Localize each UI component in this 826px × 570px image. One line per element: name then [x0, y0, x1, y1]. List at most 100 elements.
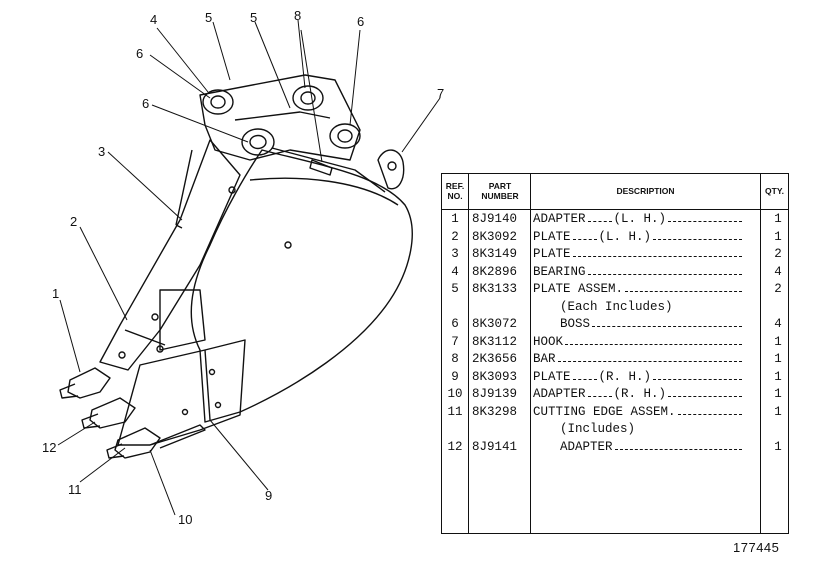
quantity: 1: [774, 352, 782, 366]
left-side-plate: [99, 139, 241, 371]
callout-6b: 6: [142, 96, 149, 111]
bucket-exploded-diagram: 1 2 3 4 5 5 6 6 6 7 8 9 10 11 12: [42, 8, 444, 527]
bar: [309, 159, 333, 176]
quantity: 2: [774, 247, 782, 261]
part-number: 8J9139: [472, 387, 518, 401]
callout-5a: 5: [205, 10, 212, 25]
quantity: 1: [774, 439, 782, 454]
hook: [377, 149, 405, 190]
ref-number: 12: [447, 439, 463, 454]
ref-number: 9: [451, 369, 459, 384]
boss-left-upper: [202, 89, 234, 115]
description: HOOK: [533, 334, 564, 349]
ref-number: 1: [451, 212, 459, 226]
quantity: 4: [774, 264, 782, 279]
ref-number: 11: [447, 404, 463, 419]
table-row: (Each Includes): [442, 300, 788, 318]
top-hinge-plate: [199, 74, 361, 161]
quantity: 1: [774, 212, 782, 226]
table-row: 8 2K3656 BAR 1: [442, 352, 788, 370]
part-number: 8K3092: [472, 229, 518, 244]
description-note: (L. H.): [598, 229, 652, 244]
ref-number: 5: [451, 282, 459, 296]
description-note: (L. H.): [613, 212, 667, 226]
callout-2: 2: [70, 214, 77, 229]
callout-12: 12: [42, 440, 56, 455]
part-number: 8K3093: [472, 369, 518, 384]
description: ADAPTER: [560, 439, 613, 454]
part-number: 2K3656: [472, 352, 518, 366]
adapter-left: [67, 367, 111, 399]
part-number: 8K3072: [472, 317, 518, 331]
callout-8: 8: [294, 8, 301, 23]
header-qty: QTY.: [761, 174, 788, 210]
callout-7: 7: [437, 86, 444, 101]
ref-number: 6: [451, 317, 459, 331]
description-note: (R. H.): [613, 387, 667, 401]
header-ref: REF. NO.: [442, 174, 468, 210]
adapter-center: [89, 397, 136, 429]
table-row: 11 8K3298 CUTTING EDGE ASSEM. 1: [442, 405, 788, 423]
description: PLATE: [533, 369, 571, 384]
description: ADAPTER: [533, 387, 586, 401]
callout-6c: 6: [357, 14, 364, 29]
quantity: 1: [774, 404, 782, 419]
header-description: DESCRIPTION: [531, 174, 760, 210]
ref-number: 4: [451, 264, 459, 279]
table-row: (Includes): [442, 422, 788, 440]
part-number: 8K2896: [472, 264, 518, 279]
description: (Each Includes): [560, 299, 673, 314]
description: (Includes): [560, 422, 636, 436]
drawing-number: 177445: [733, 540, 780, 555]
quantity: 4: [774, 317, 782, 331]
table-row: 2 8K3092 PLATE 1 (L. H.): [442, 230, 788, 248]
table-row: 6 8K3072 BOSS 4: [442, 317, 788, 335]
quantity: 2: [774, 282, 782, 296]
adapter-right: [114, 427, 161, 459]
boss-right-upper: [292, 85, 324, 111]
ref-number: 2: [451, 229, 459, 244]
callout-3: 3: [98, 144, 105, 159]
table-row: 7 8K3112 HOOK 1: [442, 335, 788, 353]
quantity: 1: [774, 387, 782, 401]
callout-10: 10: [178, 512, 192, 527]
bucket-outline: [190, 149, 413, 423]
ref-number: 8: [451, 352, 459, 366]
callout-9: 9: [265, 488, 272, 503]
quantity: 1: [774, 334, 782, 349]
part-number: 8K3112: [472, 334, 518, 349]
description: BAR: [533, 352, 556, 366]
part-number: 8K3133: [472, 282, 518, 296]
description: ADAPTER: [533, 212, 586, 226]
quantity: 1: [774, 229, 782, 244]
ref-number: 10: [447, 387, 463, 401]
description: BEARING: [533, 264, 586, 279]
description: BOSS: [560, 317, 591, 331]
callout-4: 4: [150, 12, 157, 27]
table-row: 4 8K2896 BEARING 4: [442, 265, 788, 283]
callout-6a: 6: [136, 46, 143, 61]
table-row: 12 8J9141 ADAPTER 1: [442, 440, 788, 458]
ref-number: 7: [451, 334, 459, 349]
boss-right-lower: [329, 123, 361, 149]
description: PLATE: [533, 229, 571, 244]
part-number: 8J9141: [472, 439, 518, 454]
cutting-edge: [117, 339, 246, 446]
table-row: 3 8K3149 PLATE 2: [442, 247, 788, 265]
callout-5b: 5: [250, 10, 257, 25]
description: PLATE ASSEM.: [533, 282, 624, 296]
callout-11: 11: [68, 482, 82, 497]
description: CUTTING EDGE ASSEM.: [533, 404, 676, 419]
ref-number: 3: [451, 247, 459, 261]
description-note: (R. H.): [598, 369, 652, 384]
table-row: 5 8K3133 PLATE ASSEM. 2: [442, 282, 788, 300]
part-number: 8K3149: [472, 247, 518, 261]
part-number: 8K3298: [472, 404, 518, 419]
description: PLATE: [533, 247, 571, 261]
table-row: 10 8J9139 ADAPTER 1 (R. H.): [442, 387, 788, 405]
callout-1: 1: [52, 286, 59, 301]
boss-left-lower: [241, 128, 275, 156]
